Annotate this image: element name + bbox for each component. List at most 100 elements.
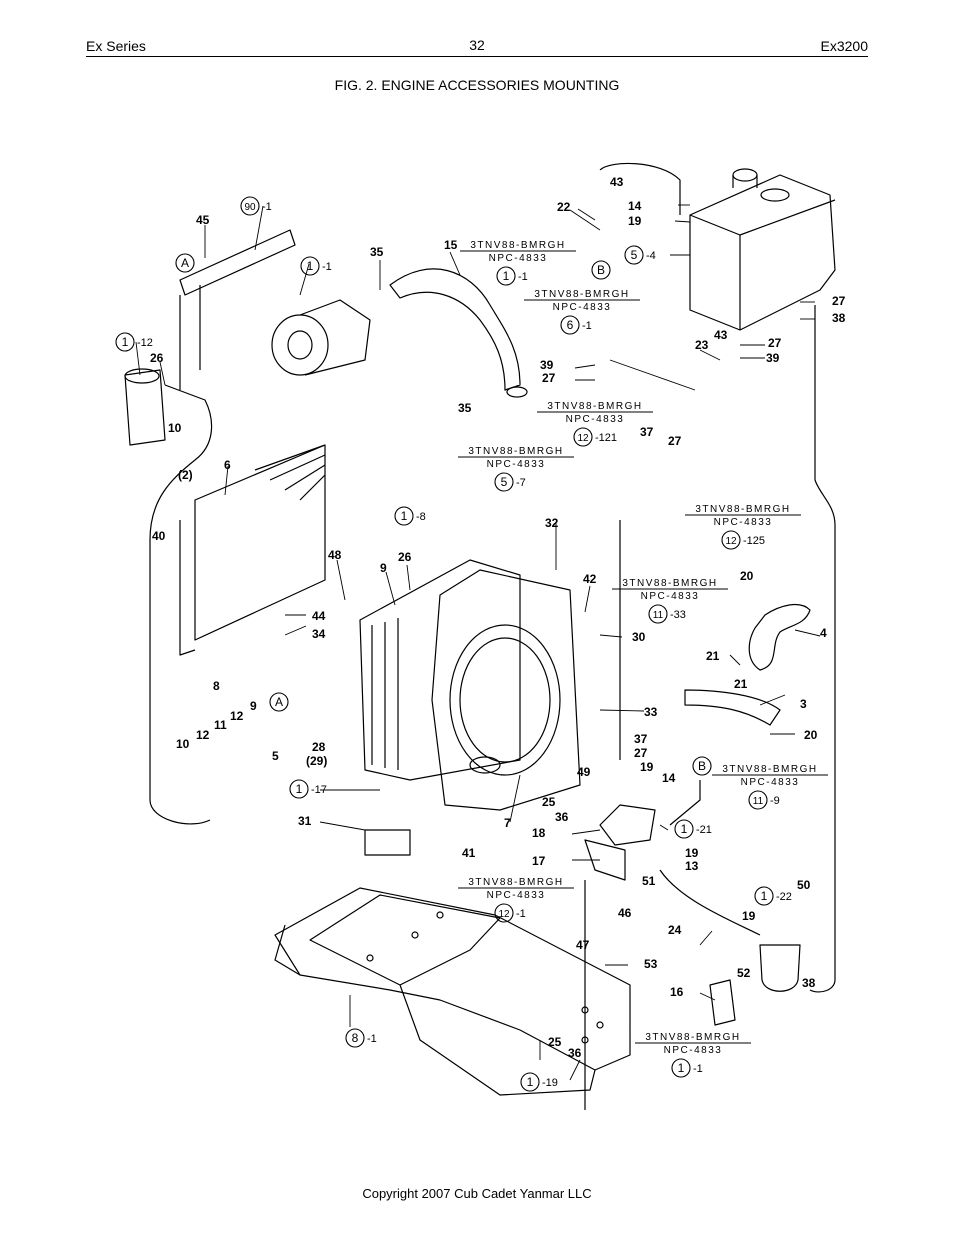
part-number-36: 36 bbox=[555, 810, 569, 824]
callout-number: 1 bbox=[296, 782, 303, 796]
part-number-16: 16 bbox=[670, 985, 684, 999]
marker-letter: B bbox=[698, 759, 706, 773]
reservoir-drawing bbox=[124, 368, 213, 825]
part-number-32: 32 bbox=[545, 516, 559, 530]
part-number-20: 20 bbox=[740, 569, 754, 583]
callout-1-12: 1-12 bbox=[115, 332, 153, 352]
part-number-48: 48 bbox=[328, 548, 342, 562]
callout-suffix: -1 bbox=[262, 201, 272, 213]
part-number-40: 40 bbox=[152, 529, 166, 543]
callout-number: 12 bbox=[498, 909, 510, 920]
ref-callout: 11-33 bbox=[648, 604, 686, 624]
part-number-4: 4 bbox=[820, 626, 827, 640]
ref-code: NPC-4833 bbox=[566, 414, 625, 425]
part-number-41: 41 bbox=[462, 846, 476, 860]
callout-1-17: 1 -17 bbox=[289, 779, 327, 799]
part-number-19: 19 bbox=[685, 846, 699, 860]
ref-code: NPC-4833 bbox=[641, 591, 700, 602]
part-number-20: 20 bbox=[804, 728, 818, 742]
ref-callout: 11-9 bbox=[748, 790, 780, 810]
callout-1-22: 1-22 bbox=[754, 886, 792, 906]
part-number-labels: 3456789910101112121314141516171819191919… bbox=[150, 175, 846, 1060]
callout-8-1: 8 -1 bbox=[345, 1028, 377, 1048]
callout-number: 1 bbox=[681, 822, 688, 836]
part-number-38: 38 bbox=[802, 976, 816, 990]
leader-lines bbox=[135, 204, 821, 1081]
callout-number: 1 bbox=[527, 1075, 534, 1089]
part-number-53: 53 bbox=[644, 957, 658, 971]
air-cleaner-drawing bbox=[179, 229, 371, 390]
ref-model: 3TNV88-BMRGH bbox=[547, 401, 642, 412]
callout-number: 1 bbox=[503, 269, 510, 283]
callout-suffix: -33 bbox=[670, 609, 686, 621]
ref-callout: 12 -1 bbox=[494, 903, 526, 923]
intake-hose-drawing bbox=[389, 268, 528, 398]
callout-number: 1 bbox=[761, 889, 768, 903]
page-number: 32 bbox=[469, 37, 485, 53]
ref-model: 3TNV88-BMRGH bbox=[534, 289, 629, 300]
callout-suffix: -7 bbox=[516, 477, 526, 489]
part-number-11: 11 bbox=[214, 718, 227, 732]
part-number-36: 36 bbox=[568, 1046, 582, 1060]
part-number-25: 25 bbox=[542, 795, 556, 809]
paren-label: (2) bbox=[178, 468, 193, 482]
callout-number: 8 bbox=[352, 1031, 359, 1045]
part-number-34: 34 bbox=[312, 627, 326, 641]
callout-suffix: -21 bbox=[696, 824, 712, 836]
coolant-hoses-drawing bbox=[684, 603, 811, 726]
callout-5-4: 5-4 bbox=[624, 245, 656, 265]
callout-suffix: -1 bbox=[367, 1033, 377, 1045]
part-number-6: 6 bbox=[224, 458, 231, 472]
ref-model: 3TNV88-BMRGH bbox=[468, 446, 563, 457]
callout-number: 1 bbox=[678, 1061, 685, 1075]
ref-box: 3TNV88-BMRGH NPC-4833 1 -1 bbox=[460, 240, 576, 286]
callout-suffix: -121 bbox=[595, 432, 617, 444]
callout-suffix: -8 bbox=[416, 511, 426, 523]
ref-code: NPC-4833 bbox=[487, 890, 546, 901]
callout-number: 90 bbox=[244, 202, 256, 213]
part-number-27: 27 bbox=[768, 336, 782, 350]
part-number-25: 25 bbox=[548, 1035, 562, 1049]
header-model: Ex3200 bbox=[820, 38, 868, 54]
callout-number: 11 bbox=[753, 796, 764, 807]
part-number-27: 27 bbox=[542, 371, 556, 385]
ref-model: 3TNV88-BMRGH bbox=[470, 240, 565, 251]
callout-suffix: -4 bbox=[646, 250, 656, 262]
marker-letter: B bbox=[597, 263, 605, 277]
grille-panel-drawing bbox=[179, 444, 326, 656]
part-number-43: 43 bbox=[714, 328, 728, 342]
part-number-22: 22 bbox=[557, 200, 571, 214]
callout-suffix: -1 bbox=[518, 271, 528, 283]
ref-code: NPC-4833 bbox=[489, 253, 548, 264]
part-number-26: 26 bbox=[150, 351, 164, 365]
reference-boxes: 3TNV88-BMRGHNPC-48331-13TNV88-BMRGHNPC-4… bbox=[458, 240, 828, 1078]
ref-callout: 1 -1 bbox=[496, 266, 528, 286]
part-number-44: 44 bbox=[312, 609, 326, 623]
ref-callout: 1 -1 bbox=[671, 1058, 703, 1078]
ref-callout: 12-121 bbox=[573, 427, 617, 447]
part-number-35: 35 bbox=[370, 245, 384, 259]
part-number-10: 10 bbox=[176, 737, 190, 751]
part-number-3: 3 bbox=[800, 697, 807, 711]
ref-model: 3TNV88-BMRGH bbox=[695, 504, 790, 515]
part-number-47: 47 bbox=[576, 938, 590, 952]
callout-suffix: -1 bbox=[693, 1063, 703, 1075]
circled-callouts: 90-11-11-125-41-81-171-211-228-11-19 bbox=[115, 196, 792, 1092]
part-number-19: 19 bbox=[742, 909, 756, 923]
part-number-13: 13 bbox=[685, 859, 699, 873]
part-number-23: 23 bbox=[695, 338, 709, 352]
part-number-27: 27 bbox=[634, 746, 648, 760]
marker-B: B bbox=[692, 756, 712, 776]
callout-suffix: -1 bbox=[516, 908, 526, 920]
part-number-51: 51 bbox=[642, 874, 656, 888]
pipe-lines-drawing bbox=[584, 162, 836, 1110]
part-number-46: 46 bbox=[618, 906, 632, 920]
ref-model: 3TNV88-BMRGH bbox=[645, 1032, 740, 1043]
ref-callout: 5-7 bbox=[494, 472, 526, 492]
part-number-42: 42 bbox=[583, 572, 597, 586]
parenthetical-labels: (2)(29) bbox=[178, 468, 327, 768]
part-number-8: 8 bbox=[213, 679, 220, 693]
callout-suffix: -17 bbox=[311, 784, 327, 796]
callout-suffix: -1 bbox=[582, 320, 592, 332]
